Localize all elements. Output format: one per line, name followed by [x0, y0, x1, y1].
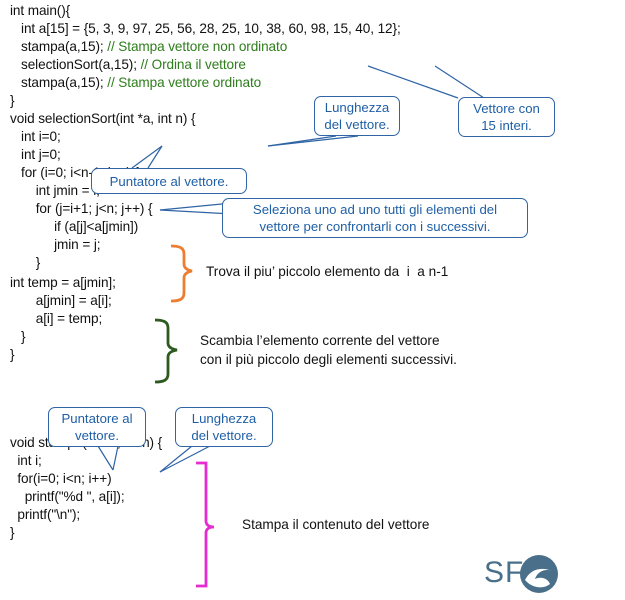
callout-lunghezza-bottom: Lunghezza del vettore. — [175, 407, 273, 447]
code-line: } — [10, 525, 15, 540]
callout-pointer — [159, 202, 233, 211]
code-line: a[jmin] = a[i]; — [10, 293, 112, 308]
code-line: jmin = j; — [10, 237, 101, 252]
callout-seleziona: Seleziona uno ad uno tutti gli elementi … — [222, 198, 528, 238]
code-line: a[i] = temp; — [10, 311, 103, 326]
callout-text: Lunghezza del vettore. — [191, 411, 257, 443]
code-comment: // Stampa vettore non ordinato — [107, 39, 288, 54]
callout-pointer — [367, 65, 459, 99]
code-line: } — [10, 93, 15, 108]
code-line: int main(){ — [10, 3, 71, 18]
callout-lunghezza-top: Lunghezza del vettore. — [314, 96, 400, 136]
code-line: void selectionSort(int *a, int n) { — [10, 111, 196, 126]
callout-text: Lunghezza del vettore. — [324, 100, 390, 132]
callout-pointer — [159, 209, 233, 215]
code-line: stampa(a,15); // Stampa vettore ordinato — [10, 75, 262, 90]
code-line: if (a[j]<a[jmin]) — [10, 219, 139, 234]
code-line: printf("%d ", a[i]); — [10, 489, 125, 504]
callout-pointer — [267, 135, 359, 147]
code-line: selectionSort(a,15); // Ordina il vettor… — [10, 57, 246, 72]
callout-puntatore-bottom: Puntatore al vettore. — [48, 407, 146, 447]
code-line: for (j=i+1; j<n; j++) { — [10, 201, 153, 216]
code-line: for(i=0; i<n; i++) — [10, 471, 112, 486]
callout-vettore-15: Vettore con 15 interi. — [458, 97, 555, 137]
code-line: int i; — [10, 453, 42, 468]
callout-text: Puntatore al vettore. — [109, 173, 229, 189]
code-line: } — [10, 329, 26, 344]
callout-pointer — [147, 145, 163, 169]
code-line: printf("\n"); — [10, 507, 81, 522]
logo: SF — [484, 556, 525, 589]
code-line: int i=0; — [10, 129, 61, 144]
note-scambia: Scambia l’elemento corrente del vettore … — [200, 333, 457, 367]
callout-pointer — [131, 145, 163, 169]
callout-pointer — [159, 445, 193, 473]
callout-pointer — [97, 445, 114, 471]
callout-pointer — [159, 445, 211, 473]
bracket-orange — [170, 244, 193, 303]
callout-pointer — [112, 445, 119, 471]
code-line: } — [10, 255, 41, 270]
callout-text: Vettore con 15 interi. — [473, 101, 540, 133]
note-stampa: Stampa il contenuto del vettore — [242, 517, 430, 532]
callout-puntatore-top: Puntatore al vettore. — [91, 168, 247, 194]
code-comment: // Stampa vettore ordinato — [107, 75, 262, 90]
callout-pointer — [434, 65, 485, 99]
code-line: } — [10, 347, 15, 362]
bracket-magenta — [196, 461, 215, 588]
code-line: int a[15] = {5, 3, 9, 97, 25, 56, 28, 25… — [10, 21, 401, 36]
code-line: stampa(a,15); // Stampa vettore non ordi… — [10, 39, 288, 54]
note-trova: Trova il piu’ piccolo elemento da i a n-… — [206, 264, 449, 279]
callout-text: Seleziona uno ad uno tutti gli elementi … — [252, 202, 498, 234]
brace-green — [154, 318, 178, 384]
code-line: int temp = a[jmin]; — [10, 275, 116, 290]
callout-text: Puntatore al vettore. — [61, 411, 133, 443]
code-line: int j=0; — [10, 147, 61, 162]
logo-wave-icon — [520, 555, 558, 593]
code-comment: // Ordina il vettore — [140, 57, 246, 72]
